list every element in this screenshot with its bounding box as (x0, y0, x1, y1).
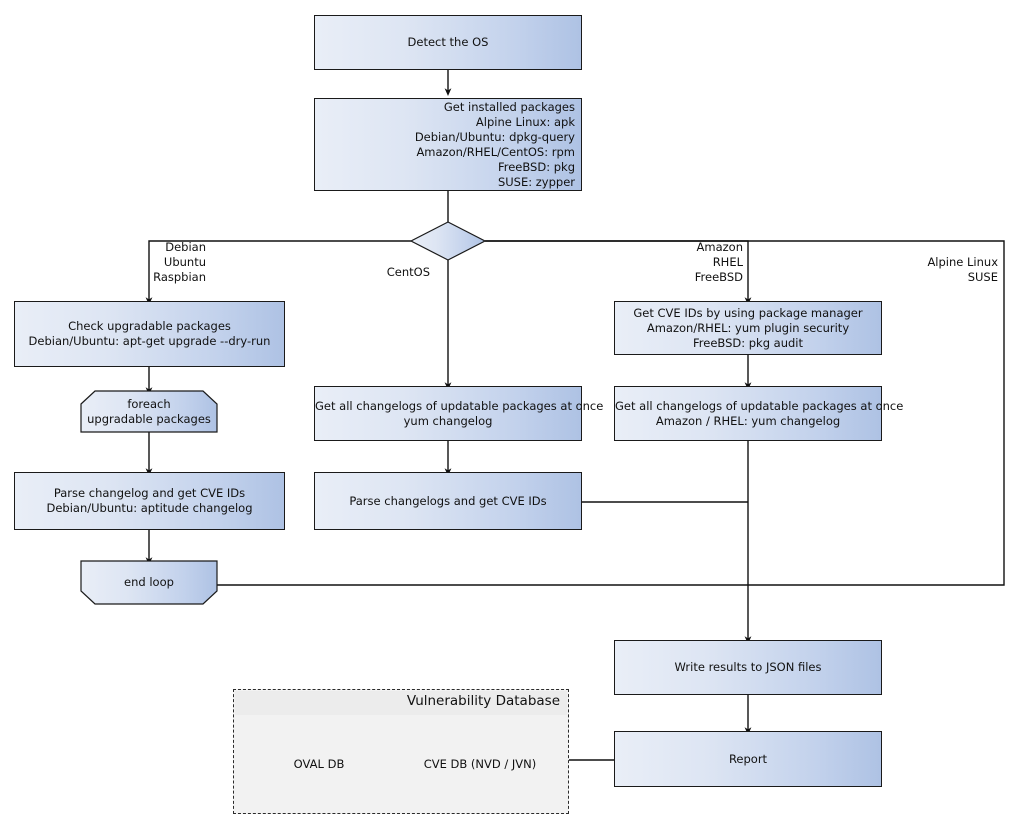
node-get-changelogs-amazon-label: Get all changelogs of updatable packages… (615, 398, 904, 428)
node-get-changelogs-centos[interactable]: Get all changelogs of updatable packages… (314, 386, 604, 441)
edge-label-centos: CentOS (386, 265, 430, 279)
node-foreach-upgradable-packages[interactable]: foreach upgradable packages (81, 391, 217, 432)
node-get-cve-ids-package-manager-label: Get CVE IDs by using package manager Ama… (633, 305, 863, 350)
node-report-label: Report (728, 751, 768, 766)
node-foreach-label: foreach upgradable packages (87, 396, 211, 426)
oval-db[interactable]: OVAL DB (249, 731, 389, 788)
node-write-results-json[interactable]: Write results to JSON files (614, 640, 882, 695)
node-detect-os-label: Detect the OS (407, 35, 489, 49)
node-end-loop[interactable]: end loop (81, 561, 217, 604)
node-get-installed-packages[interactable]: Get installed packages Alpine Linux: apk… (314, 98, 582, 191)
node-report[interactable]: Report (614, 731, 882, 787)
node-get-changelogs-centos-label: Get all changelogs of updatable packages… (315, 398, 604, 428)
node-get-cve-ids-package-manager[interactable]: Get CVE IDs by using package manager Ama… (614, 301, 882, 355)
oval-db-label: OVAL DB (293, 756, 345, 771)
node-get-changelogs-amazon[interactable]: Get all changelogs of updatable packages… (614, 386, 904, 441)
node-end-loop-label: end loop (124, 575, 174, 589)
vulnerability-database-group: Vulnerability Database (233, 689, 569, 814)
os-decision-diamond (409, 221, 487, 261)
node-parse-changelogs-centos-label: Parse changelogs and get CVE IDs (349, 493, 547, 508)
cve-db[interactable]: CVE DB (NVD / JVN) (412, 731, 548, 788)
node-parse-changelog-debian-label: Parse changelog and get CVE IDs Debian/U… (46, 486, 253, 515)
vulnerability-database-title: Vulnerability Database (406, 693, 560, 709)
node-check-upgradable-packages[interactable]: Check upgradable packages Debian/Ubuntu:… (14, 301, 285, 367)
node-check-upgradable-packages-label: Check upgradable packages Debian/Ubuntu:… (28, 319, 271, 348)
node-get-installed-packages-label: Get installed packages Alpine Linux: apk… (414, 99, 575, 189)
cve-db-label: CVE DB (NVD / JVN) (423, 756, 537, 771)
node-parse-changelog-debian[interactable]: Parse changelog and get CVE IDs Debian/U… (14, 472, 285, 530)
node-write-results-json-label: Write results to JSON files (674, 660, 822, 674)
node-parse-changelogs-centos[interactable]: Parse changelogs and get CVE IDs (314, 472, 582, 530)
vulnerability-database-title-band (235, 691, 567, 715)
node-detect-os[interactable]: Detect the OS (314, 15, 582, 70)
